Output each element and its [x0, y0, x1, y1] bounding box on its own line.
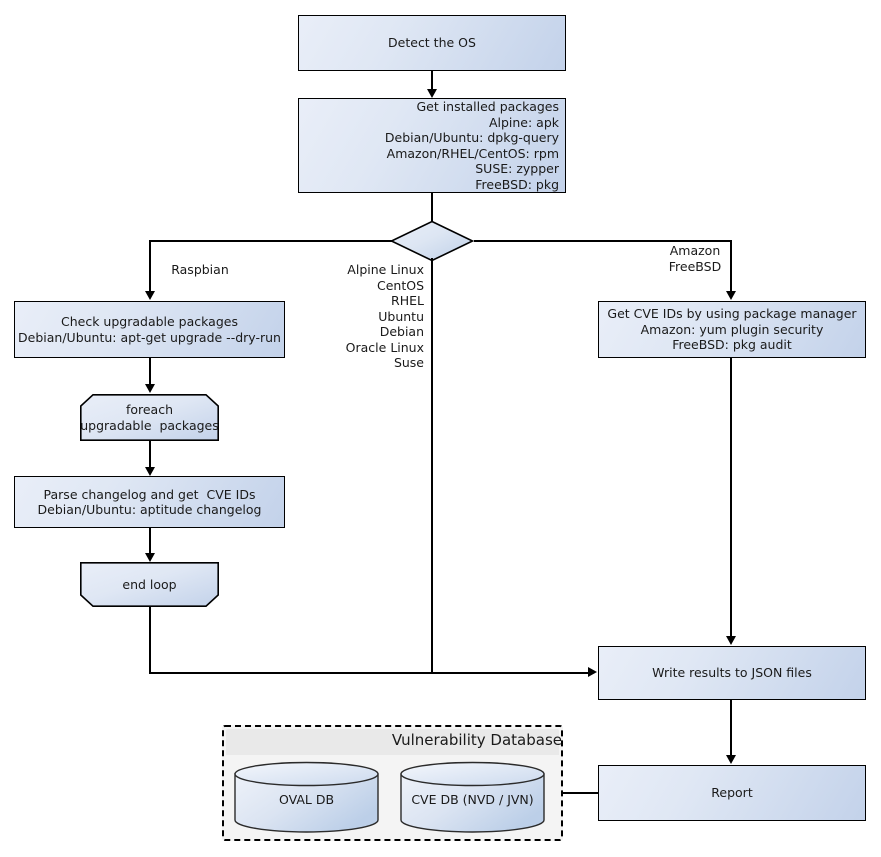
db-oval-icon: [234, 761, 379, 833]
db-cve-icon: [400, 761, 545, 833]
arrow-write-to-report: [725, 755, 736, 764]
arrow-parse-to-endloop: [144, 553, 155, 562]
node-detect-os[interactable]: Detect the OS: [298, 15, 566, 71]
edge-db-to-report: [563, 792, 599, 794]
arrow-to-check-upgradable: [144, 291, 155, 300]
edge-packages-to-decision: [431, 193, 433, 223]
arrow-cve-to-write: [725, 636, 736, 645]
edge-label-os-list: Alpine Linux CentOS RHEL Ubuntu Debian O…: [345, 262, 424, 370]
arrow-detect-to-packages: [426, 89, 437, 98]
edge-check-to-foreach: [149, 358, 151, 385]
db-oval-wrap[interactable]: OVAL DB: [234, 761, 379, 833]
node-parse-changelog[interactable]: Parse changelog and get CVE IDs Debian/U…: [14, 476, 285, 528]
node-write-results[interactable]: Write results to JSON files: [598, 646, 866, 700]
edge-label-raspbian: Raspbian: [171, 262, 229, 277]
edge-left-merge-rail: [149, 672, 590, 674]
node-end-loop-shape: [80, 562, 219, 608]
edge-label-amazon-freebsd: Amazon FreeBSD: [668, 243, 722, 274]
edge-endloop-down: [149, 607, 151, 673]
arrow-to-get-cve-ids: [725, 291, 736, 300]
arrow-check-to-foreach: [144, 384, 155, 393]
node-check-upgradable-packages[interactable]: Check upgradable packages Debian/Ubuntu:…: [14, 301, 285, 358]
edge-decision-middle-down: [431, 258, 433, 673]
edge-foreach-to-parse: [149, 441, 151, 468]
node-report[interactable]: Report: [598, 765, 866, 821]
node-foreach[interactable]: foreach upgradable packages: [80, 402, 219, 433]
arrow-foreach-to-parse: [144, 467, 155, 476]
edge-decision-left: [150, 240, 392, 242]
group-header-band: [226, 729, 559, 755]
arrow-into-write-results: [588, 667, 597, 678]
edge-decision-right-down: [730, 240, 732, 292]
edge-parse-to-endloop: [149, 528, 151, 554]
db-cve-wrap[interactable]: CVE DB (NVD / JVN): [400, 761, 545, 833]
node-os-decision[interactable]: [389, 220, 475, 262]
group-title: Vulnerability Database: [391, 731, 562, 749]
edge-write-to-report: [730, 700, 732, 756]
edge-decision-left-down: [149, 240, 151, 292]
edge-decision-right: [474, 240, 732, 242]
node-end-loop[interactable]: end loop: [122, 576, 177, 592]
node-foreach-shape: [80, 394, 219, 442]
node-get-cve-ids[interactable]: Get CVE IDs by using package manager Ama…: [598, 301, 866, 358]
edge-detect-to-packages: [431, 71, 433, 90]
node-get-installed-packages[interactable]: Get installed packages Alpine: apk Debia…: [298, 98, 566, 193]
edge-cve-to-write: [730, 358, 732, 636]
